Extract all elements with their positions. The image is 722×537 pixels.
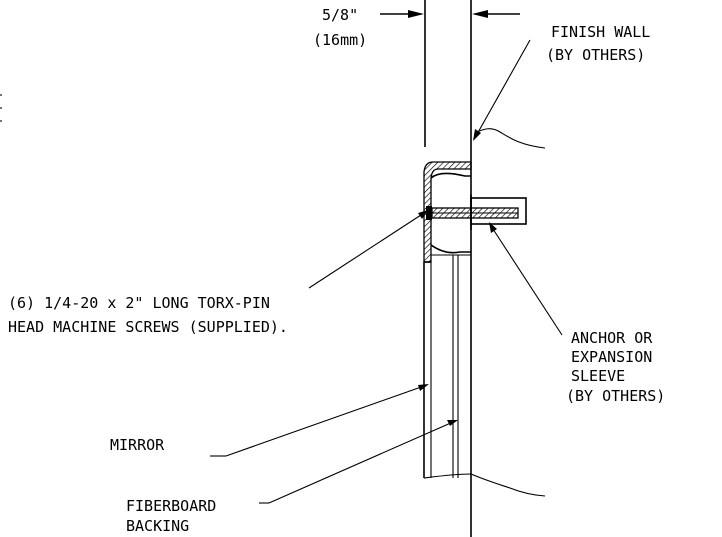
screws-label-line-2: HEAD MACHINE SCREWS (SUPPLIED).	[8, 318, 288, 336]
wall-break-line-bottom	[470, 473, 546, 497]
mirror-label: MIRROR	[110, 436, 165, 454]
backing-label-line-2: BACKING	[126, 517, 189, 535]
backing-label-line-1: FIBERBOARD	[126, 497, 216, 515]
mirror-panel	[423, 261, 432, 478]
leader-anchor	[489, 222, 563, 336]
leader-mirror	[210, 384, 429, 457]
dimension-imperial: 5/8"	[322, 6, 358, 24]
fiberboard-backing-panel	[431, 254, 471, 478]
anchor-label-line-2: EXPANSION	[571, 348, 652, 366]
machine-screw	[426, 206, 519, 220]
finish-wall-label-line-2: (BY OTHERS)	[546, 46, 645, 64]
leader-screws	[308, 210, 428, 289]
leader-finish-wall	[473, 39, 531, 141]
leader-backing	[259, 420, 458, 504]
assembly-break-line	[423, 473, 472, 479]
anchor-label-line-3: SLEEVE	[571, 367, 625, 385]
screws-label-line-1: (6) 1/4-20 x 2" LONG TORX-PIN	[8, 294, 270, 312]
finish-wall-label-line-1: FINISH WALL	[551, 23, 650, 41]
dimension-arrow-left	[380, 10, 424, 18]
anchor-label-line-1: ANCHOR OR	[571, 329, 653, 347]
dimension-arrow-right	[472, 10, 520, 18]
left-edge-marks	[0, 94, 2, 122]
wall-break-line-top	[474, 128, 546, 149]
anchor-label-line-4: (BY OTHERS)	[566, 387, 665, 405]
dimension-metric: (16mm)	[313, 31, 367, 49]
